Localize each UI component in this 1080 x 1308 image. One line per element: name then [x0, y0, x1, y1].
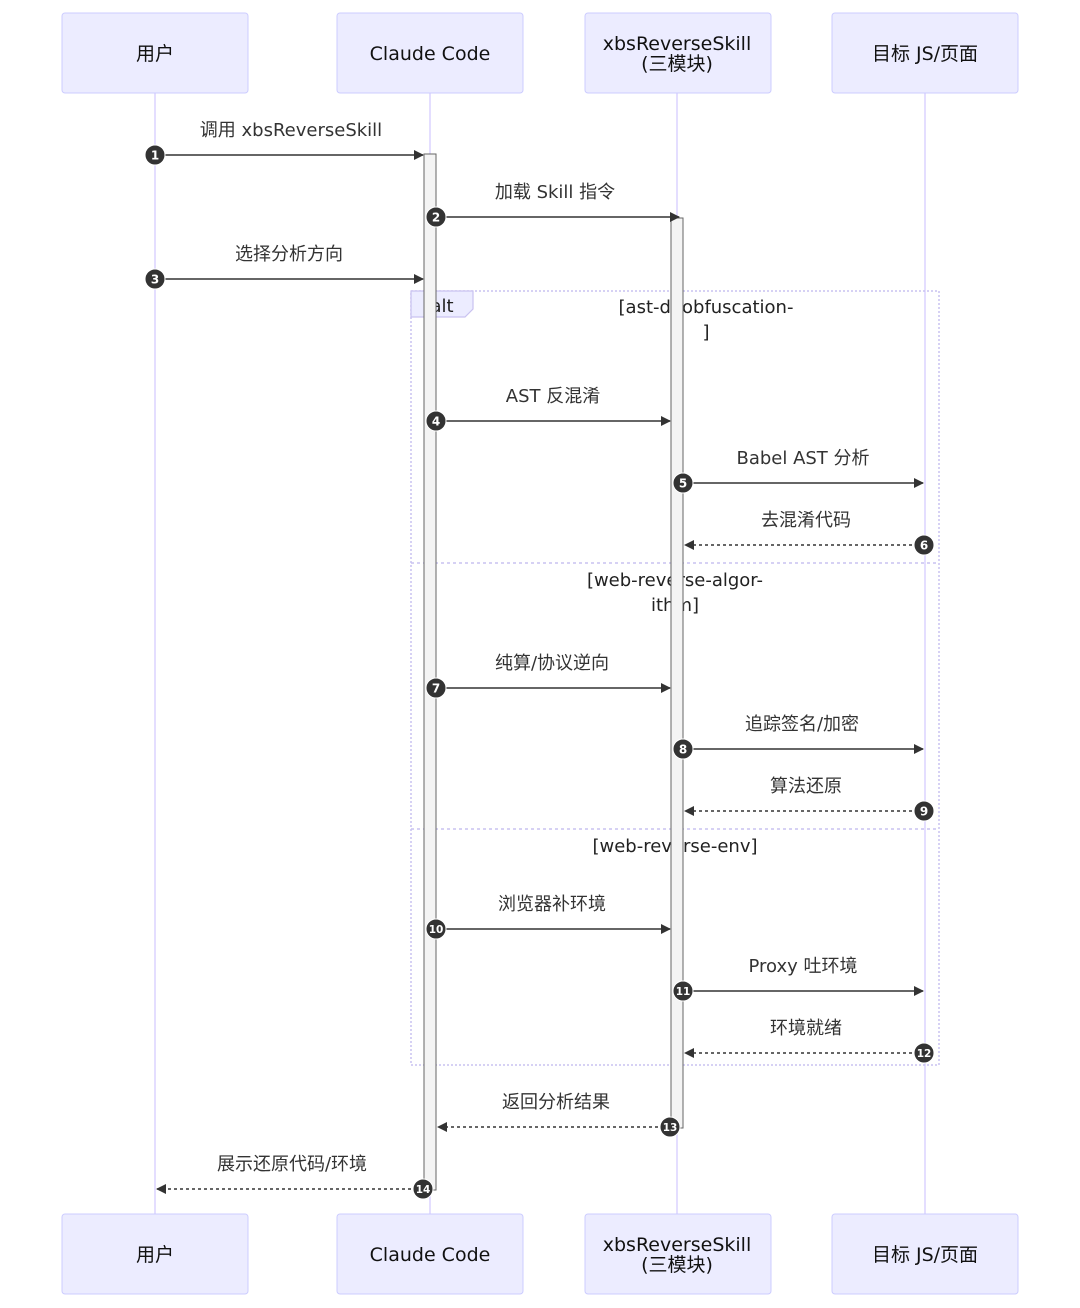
message-3-seq-number: 3: [151, 273, 159, 287]
message-12-seq-badge: [913, 1042, 935, 1064]
message-4: AST 反混淆 4: [425, 386, 671, 432]
message-11-label: Proxy 吐环境: [748, 956, 857, 977]
message-3: 选择分析方向 3: [144, 244, 424, 290]
actor-target-js-label: 目标 JS/页面: [872, 43, 978, 65]
message-1-label: 调用 xbsReverseSkill: [200, 120, 382, 141]
message-13-seq-number: 13: [663, 1122, 678, 1134]
actor-xbs-reverse-skill-top: xbsReverseSkill (三模块): [584, 12, 772, 94]
message-1-seq-badge: [144, 144, 166, 166]
actor-user-label-bottom: 用户: [136, 1244, 174, 1266]
message-11-seq-badge: [672, 980, 694, 1002]
message-10-seq-badge: [425, 918, 447, 940]
message-6-seq-number: 6: [920, 539, 928, 553]
actor-target-js-top: 目标 JS/页面: [831, 12, 1019, 94]
message-10: 浏览器补环境 10: [425, 894, 671, 940]
message-14-label: 展示还原代码/环境: [217, 1154, 367, 1175]
message-14: 展示还原代码/环境 14: [156, 1154, 434, 1200]
actor-user-bottom: 用户: [61, 1213, 249, 1295]
message-12-label: 环境就绪: [770, 1018, 842, 1039]
actor-xbs-reverse-skill-label-bottom-line1: xbsReverseSkill: [603, 1234, 751, 1256]
actor-xbs-reverse-skill-bottom: xbsReverseSkill (三模块): [584, 1213, 772, 1295]
actor-user-top: 用户: [61, 12, 249, 94]
actor-target-js-label-bottom: 目标 JS/页面: [872, 1244, 978, 1266]
message-2-label: 加载 Skill 指令: [495, 182, 615, 203]
actor-claude-code-bottom: Claude Code: [336, 1213, 524, 1295]
message-12: 环境就绪 12: [684, 1018, 935, 1064]
message-14-seq-badge: [412, 1178, 434, 1200]
message-9-seq-number: 9: [920, 805, 928, 819]
message-13: 返回分析结果 13: [437, 1092, 681, 1138]
messages: 调用 xbsReverseSkill 1 加载 Skill 指令 2 选择分析方…: [144, 120, 935, 1200]
message-1: 调用 xbsReverseSkill 1: [144, 120, 424, 166]
message-9-seq-badge: [913, 800, 935, 822]
message-1-seq-number: 1: [151, 149, 159, 163]
message-13-seq-badge: [659, 1116, 681, 1138]
message-9: 算法还原 9: [684, 776, 935, 822]
message-14-seq-number: 14: [416, 1184, 431, 1196]
message-8-seq-badge: [672, 738, 694, 760]
message-10-label: 浏览器补环境: [498, 894, 606, 915]
message-6: 去混淆代码 6: [684, 510, 935, 556]
activation-claude-code: [423, 153, 437, 1191]
message-10-seq-number: 10: [429, 924, 444, 936]
actor-xbs-reverse-skill-label-bottom-line2: (三模块): [641, 1254, 713, 1276]
message-4-seq-badge: [425, 410, 447, 432]
message-5-label: Babel AST 分析: [736, 448, 869, 469]
message-5: Babel AST 分析 5: [672, 448, 924, 494]
message-2-seq-badge: [425, 206, 447, 228]
message-5-seq-badge: [672, 472, 694, 494]
actor-claude-code-top: Claude Code: [336, 12, 524, 94]
message-4-seq-number: 4: [432, 415, 440, 429]
message-11-seq-number: 11: [676, 986, 691, 998]
message-3-label: 选择分析方向: [235, 244, 343, 265]
message-9-label: 算法还原: [770, 776, 842, 797]
actor-user-label: 用户: [136, 43, 174, 65]
message-8-label: 追踪签名/加密: [745, 714, 859, 735]
message-4-label: AST 反混淆: [506, 386, 600, 407]
message-7: 纯算/协议逆向 7: [425, 653, 671, 699]
actor-claude-code-label-bottom: Claude Code: [370, 1244, 491, 1266]
message-6-seq-badge: [913, 534, 935, 556]
message-6-label: 去混淆代码: [761, 510, 851, 531]
message-7-label: 纯算/协议逆向: [495, 653, 609, 674]
message-7-seq-badge: [425, 677, 447, 699]
actor-target-js-bottom: 目标 JS/页面: [831, 1213, 1019, 1295]
alt-condition-1-line1: [ast-deobfuscation-: [619, 297, 794, 318]
actor-xbs-reverse-skill-label-line2: (三模块): [641, 53, 713, 75]
message-7-seq-number: 7: [432, 682, 440, 696]
message-12-seq-number: 12: [917, 1048, 932, 1060]
actor-xbs-reverse-skill-label-line1: xbsReverseSkill: [603, 33, 751, 55]
actors-bottom: 用户 Claude Code xbsReverseSkill (三模块) 目标 …: [61, 1213, 1019, 1295]
message-2-seq-number: 2: [432, 211, 440, 225]
actors-top: 用户 Claude Code xbsReverseSkill (三模块) 目标 …: [61, 12, 1019, 94]
message-11: Proxy 吐环境 11: [672, 956, 924, 1002]
message-13-label: 返回分析结果: [502, 1092, 610, 1113]
actor-claude-code-label: Claude Code: [370, 43, 491, 65]
message-2: 加载 Skill 指令 2: [425, 182, 680, 228]
message-5-seq-number: 5: [679, 477, 687, 491]
alt-condition-1-line2: ]: [702, 322, 709, 343]
message-8: 追踪签名/加密 8: [672, 714, 924, 760]
message-3-seq-badge: [144, 268, 166, 290]
message-8-seq-number: 8: [679, 743, 687, 757]
